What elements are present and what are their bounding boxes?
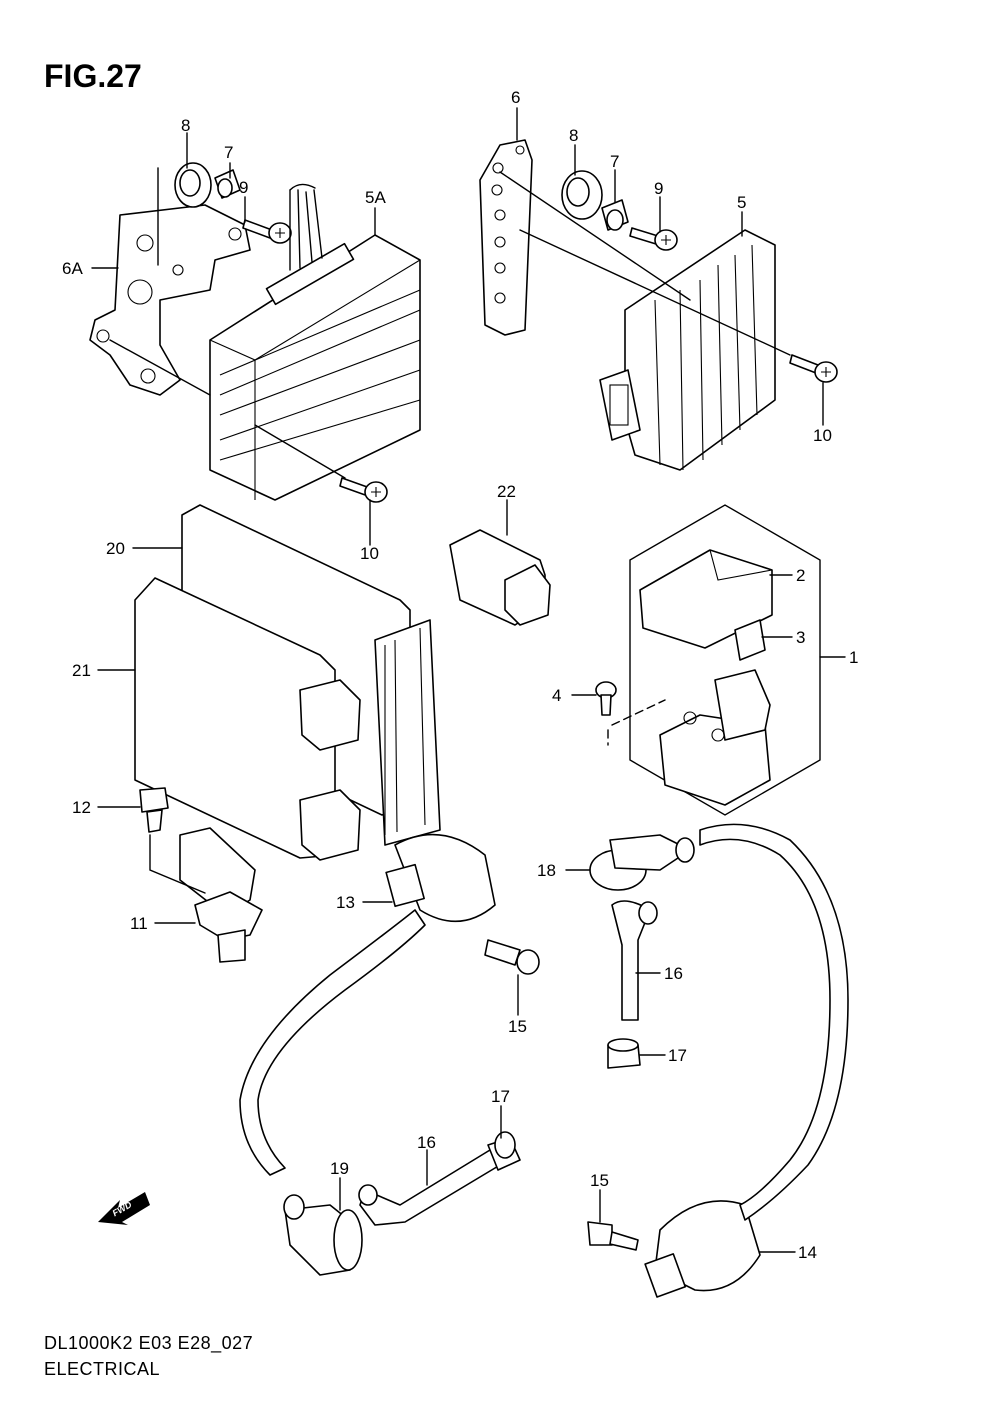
bracket-6a (89, 204, 251, 396)
callout-8-right: 8 (569, 126, 578, 145)
figure-title: FIG.27 (44, 58, 142, 94)
callout-10-right: 10 (813, 426, 832, 445)
callout-6: 6 (511, 88, 520, 107)
forward-arrow-icon: FWD (98, 1192, 150, 1225)
bolt-9-right (629, 227, 678, 251)
plug-cap-18 (589, 834, 695, 891)
fuse-box-group-outline (629, 504, 821, 816)
callout-labels: 8 7 9 5A 6A 6 8 7 9 5 10 10 22 20 2 3 1 … (62, 88, 858, 1262)
bolt-10-right (789, 354, 838, 383)
plug-lead-16-upper (611, 900, 658, 1021)
callout-9-right: 9 (654, 179, 663, 198)
callout-8-left: 8 (181, 116, 190, 135)
callout-3: 3 (796, 628, 805, 647)
collar-7-right (601, 199, 629, 231)
callout-15-lower: 15 (590, 1171, 609, 1190)
callout-22: 22 (497, 482, 516, 501)
regulator-5 (599, 229, 776, 471)
callout-7-left: 7 (224, 143, 233, 162)
callout-14: 14 (798, 1243, 817, 1262)
callout-1: 1 (849, 648, 858, 667)
grommet-8-left (174, 162, 212, 208)
regulator-5a (209, 183, 421, 501)
callout-17-upper: 17 (668, 1046, 687, 1065)
callout-10-left: 10 (360, 544, 379, 563)
bracket-6 (479, 139, 533, 336)
grommet-8-right (561, 170, 603, 220)
screw-12 (139, 787, 169, 833)
hv-lead-14 (699, 823, 849, 1221)
bolt-15-upper (484, 939, 540, 975)
fuse-box-cover-2 (639, 549, 773, 649)
callout-12: 12 (72, 798, 91, 817)
callout-18: 18 (537, 861, 556, 880)
fuse-box-base (659, 669, 771, 806)
ignition-coil-14 (644, 1200, 761, 1298)
plug-cap-19 (283, 1194, 363, 1276)
sensor-11 (179, 827, 263, 963)
callout-11: 11 (130, 914, 148, 933)
seal-17-upper (607, 1038, 641, 1069)
callout-21: 21 (72, 661, 91, 680)
screw-4 (595, 681, 617, 716)
callout-2: 2 (796, 566, 805, 585)
collar-7-left (214, 169, 241, 199)
callout-4: 4 (552, 686, 561, 705)
relay-22 (449, 529, 551, 626)
callout-19: 19 (330, 1159, 349, 1178)
callout-5a: 5A (365, 188, 386, 207)
callout-20: 20 (106, 539, 125, 558)
bolt-10-left (339, 477, 388, 503)
seal-17-lower (487, 1131, 521, 1171)
fuse-3 (734, 619, 766, 661)
callout-leaders (91, 107, 846, 1253)
callout-17-lower: 17 (491, 1087, 510, 1106)
ecm-21 (134, 577, 361, 861)
plug-lead-16-lower (358, 1149, 501, 1226)
callout-13: 13 (336, 893, 355, 912)
callout-7-right: 7 (610, 152, 619, 171)
callout-9-left: 9 (239, 178, 248, 197)
callout-16-upper: 16 (664, 964, 683, 983)
hv-lead-13 (239, 909, 426, 1176)
callout-16-lower: 16 (417, 1133, 436, 1152)
bolt-15-lower (587, 1221, 639, 1251)
section-title: ELECTRICAL (44, 1359, 161, 1379)
bolt-9-left (242, 219, 292, 244)
ignition-coil-13 (385, 833, 496, 923)
callout-6a: 6A (62, 259, 83, 278)
callout-5: 5 (737, 193, 746, 212)
callout-15-upper: 15 (508, 1017, 527, 1036)
model-code: DL1000K2 E03 E28_027 (44, 1333, 254, 1353)
